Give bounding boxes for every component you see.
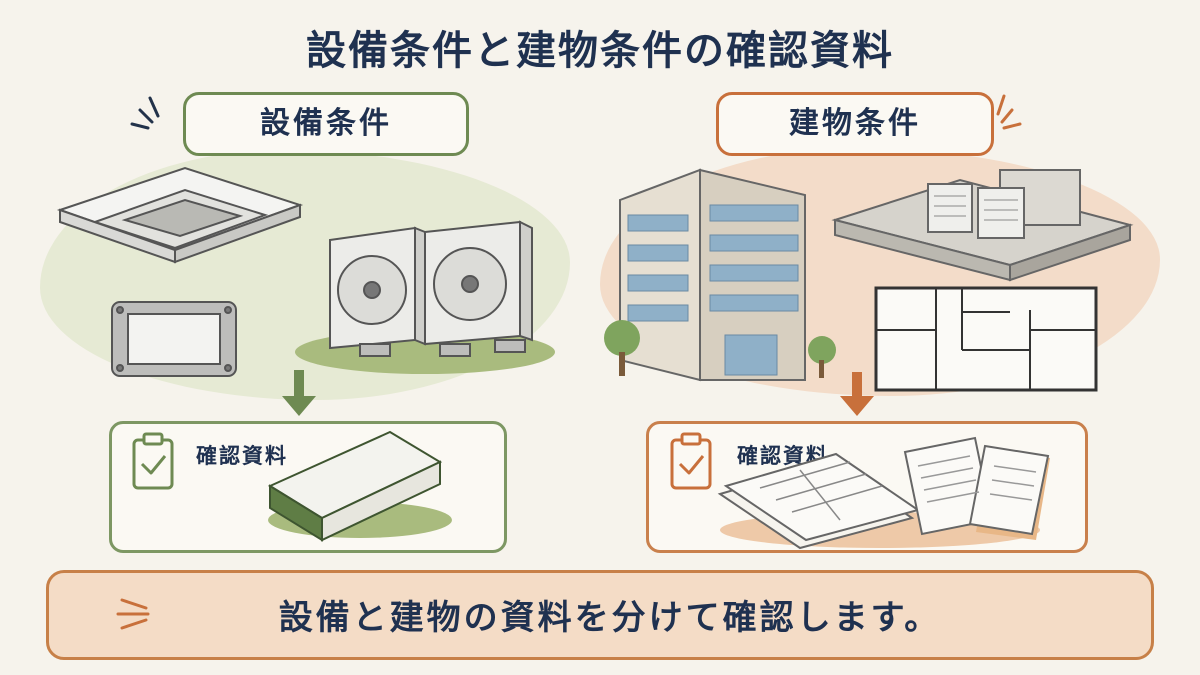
equipment-documents-label: 確認資料: [196, 444, 288, 468]
rooftop-units-icon: [831, 169, 1134, 282]
drawings-stack-icon: [717, 436, 1050, 550]
sparkle-right-icon: [996, 94, 1022, 130]
office-building-icon: [604, 168, 836, 382]
page-title: 設備条件と建物条件の確認資料: [306, 28, 894, 74]
down-arrow-orange-icon: [840, 372, 874, 416]
outdoor-units-icon: [295, 220, 555, 374]
manual-book-icon: [267, 430, 452, 542]
emphasis-lines-icon: [116, 598, 150, 630]
equipment-condition-label: 設備条件: [183, 92, 469, 156]
floor-plan-icon: [874, 286, 1098, 392]
ceiling-cassette-ac-icon: [56, 166, 304, 264]
clipboard-check-green-icon: [132, 432, 174, 490]
summary-bar: [46, 570, 1154, 660]
summary-text: 設備と建物の資料を分けて確認します。: [278, 598, 942, 638]
down-arrow-green-icon: [282, 370, 316, 416]
sparkle-left-icon: [130, 96, 160, 130]
building-condition-label: 建物条件: [716, 92, 994, 156]
clipboard-check-orange-icon: [670, 432, 712, 490]
nameplate-icon: [111, 301, 237, 377]
